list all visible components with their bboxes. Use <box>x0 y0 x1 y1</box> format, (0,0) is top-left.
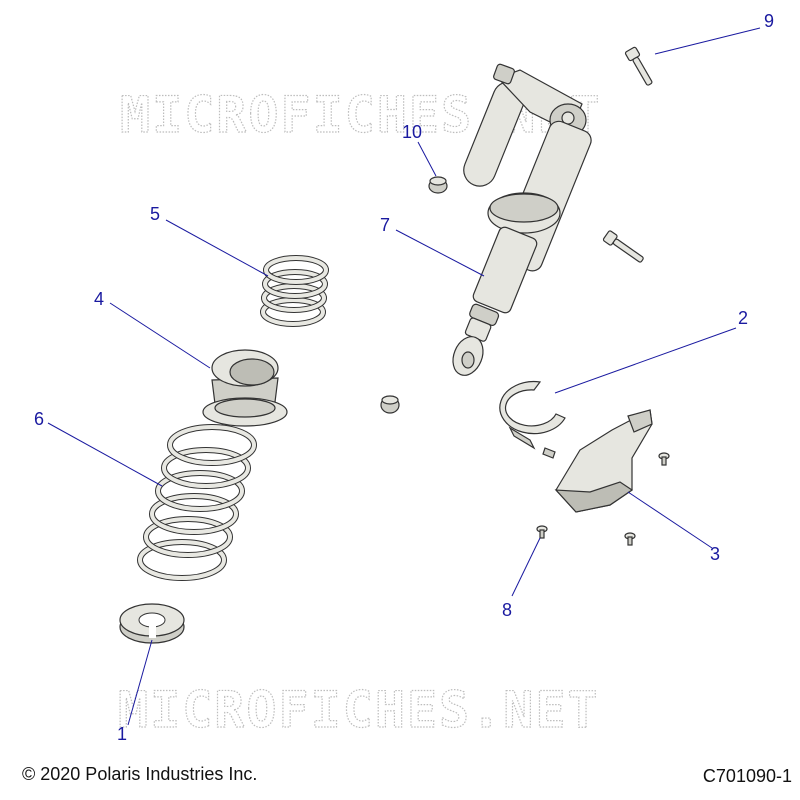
copyright-text: © 2020 Polaris Industries Inc. <box>22 764 258 784</box>
drawing-number: C701090-1 <box>702 766 792 786</box>
fastener-right-upper <box>658 452 670 466</box>
part-7-shock-absorber <box>452 63 592 376</box>
part-2-clip-ring <box>499 380 566 459</box>
part-1-retainer <box>119 603 185 644</box>
leader-5 <box>165 219 269 277</box>
part-6-spring-large <box>137 424 257 581</box>
leader-10 <box>417 141 437 177</box>
callout-7: 7 <box>380 215 390 235</box>
part-10-bushing <box>428 176 448 194</box>
part-8-fastener <box>536 525 548 539</box>
leader-3 <box>627 491 713 549</box>
leader-4 <box>109 302 211 369</box>
part-3-guard <box>554 409 653 513</box>
bushing-lower <box>380 395 400 414</box>
leader-1 <box>127 639 153 726</box>
leader-9 <box>654 27 761 55</box>
callout-5: 5 <box>150 204 160 224</box>
part-4-spring-seat <box>202 349 288 427</box>
callout-9: 9 <box>764 11 774 31</box>
fastener-right-lower <box>624 532 636 546</box>
leader-7 <box>395 229 485 277</box>
part-5-spring-small <box>260 255 329 327</box>
bolt-lower <box>602 230 644 263</box>
callout-10: 10 <box>402 122 422 142</box>
callout-2: 2 <box>738 308 748 328</box>
leader-6 <box>47 422 163 487</box>
leader-8 <box>511 537 541 597</box>
callout-3: 3 <box>710 544 720 564</box>
leader-2 <box>554 327 737 394</box>
callout-4: 4 <box>94 289 104 309</box>
callout-6: 6 <box>34 409 44 429</box>
callout-8: 8 <box>502 600 512 620</box>
watermark-bottom: MICROFICHES.NET <box>118 681 600 739</box>
part-9-bolt <box>624 46 653 86</box>
callout-1: 1 <box>117 724 127 744</box>
